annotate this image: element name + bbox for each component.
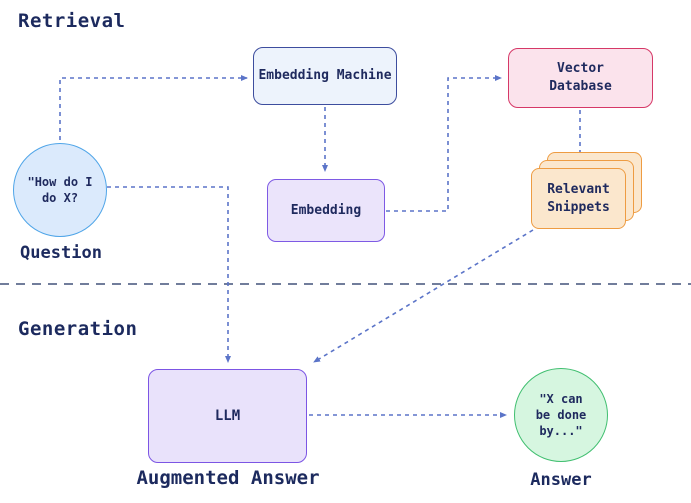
question-label: Question (20, 243, 102, 263)
question-node: "How do I do X? (13, 143, 107, 237)
arrow-embedding-to-vector-database (386, 75, 502, 212)
arrow-question-to-embedding-machine (59, 75, 248, 140)
answer-label: Answer (530, 470, 592, 490)
relevant-snippets-node: Relevant Snippets (531, 152, 643, 230)
section-heading-retrieval: Retrieval (18, 10, 126, 32)
snippet-card-front: Relevant Snippets (531, 168, 626, 229)
arrow-snippets-to-llm (313, 229, 534, 363)
augmented-answer-label: Augmented Answer (136, 467, 320, 489)
section-heading-generation: Generation (18, 318, 138, 340)
answer-node: "X can be done by..." (514, 368, 608, 462)
embedding-machine-node: Embedding Machine (253, 47, 397, 105)
llm-node: LLM (148, 369, 307, 463)
vector-database-node: Vector Database (508, 48, 653, 108)
arrow-question-to-llm (107, 186, 231, 363)
embedding-node: Embedding (267, 179, 385, 242)
